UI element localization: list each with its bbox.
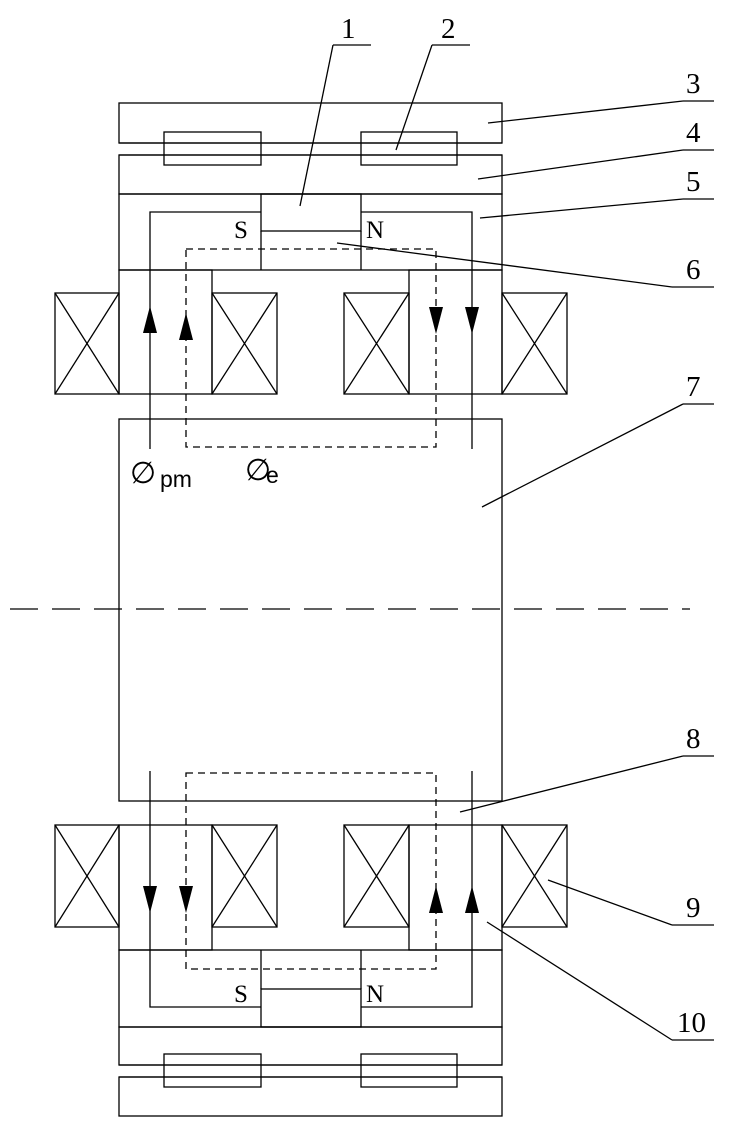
bottom-flux-arrow-2 [179,886,193,913]
pm-flux-symbol: ∅ pm [130,457,192,492]
bottom-coil-2 [212,825,277,927]
bottom-bearing-pad-right [361,1054,457,1087]
svg-text:e: e [266,462,279,488]
top-magnet-south-pole: S [234,217,248,244]
bottom-permanent-magnet [261,989,361,1027]
bottom-pm-flux-path [150,771,472,1007]
top-tooth-right-outer [409,270,502,394]
top-flux-arrow-4 [465,307,479,334]
bottom-flux-arrow-3 [429,886,443,913]
bottom-flux-arrow-1 [143,886,157,913]
svg-text:7: 7 [686,371,701,403]
bottom-bearing-pad-left [164,1054,261,1087]
bottom-inner-housing [119,1027,502,1065]
top-bearing-pad-right [361,132,457,165]
svg-text:4: 4 [686,117,701,149]
svg-text:2: 2 [441,13,456,45]
label-9: 9 [548,880,714,925]
label-10: 10 [487,922,714,1040]
svg-text:8: 8 [686,723,701,755]
svg-text:6: 6 [686,254,701,286]
bottom-coil-4 [502,825,567,927]
svg-text:3: 3 [686,68,701,100]
top-magnet-north-pole: N [366,217,384,244]
top-electric-flux-path [186,249,436,447]
top-coil-3 [344,293,409,394]
bottom-flux-arrow-4 [465,886,479,913]
electric-flux-symbol: ∅ e [245,454,279,488]
top-flux-arrow-2 [179,313,193,340]
top-permanent-magnet [261,194,361,231]
top-flux-arrow-1 [143,306,157,333]
label-1: 1 [300,13,371,206]
top-coil-2 [212,293,277,394]
bottom-magnet-north-pole: N [366,981,384,1008]
label-7: 7 [482,371,714,507]
top-pm-flux-path [150,212,472,449]
top-flux-arrow-3 [429,307,443,334]
svg-text:5: 5 [686,166,701,198]
top-inner-housing [119,155,502,194]
bottom-electric-flux-path [186,773,436,969]
label-3: 3 [488,68,714,123]
top-bearing-pad-left [164,132,261,165]
bottom-outer-housing [119,1077,502,1116]
svg-text:∅: ∅ [130,457,156,490]
top-stator-yoke [119,194,502,270]
top-coil-1 [55,293,119,394]
svg-text:pm: pm [160,466,192,492]
top-coil-4 [502,293,567,394]
label-2: 2 [396,13,470,150]
svg-text:1: 1 [341,13,356,45]
top-tooth-left-outer [119,270,212,394]
label-8: 8 [460,723,714,812]
bottom-coil-1 [55,825,119,927]
bottom-magnet-south-pole: S [234,981,248,1008]
top-outer-housing [119,103,502,143]
bottom-tooth-right-outer [409,825,502,950]
svg-text:10: 10 [677,1007,706,1039]
bottom-tooth-left-outer [119,825,212,950]
svg-text:9: 9 [686,892,701,924]
bottom-coil-3 [344,825,409,927]
label-4: 4 [478,117,714,179]
